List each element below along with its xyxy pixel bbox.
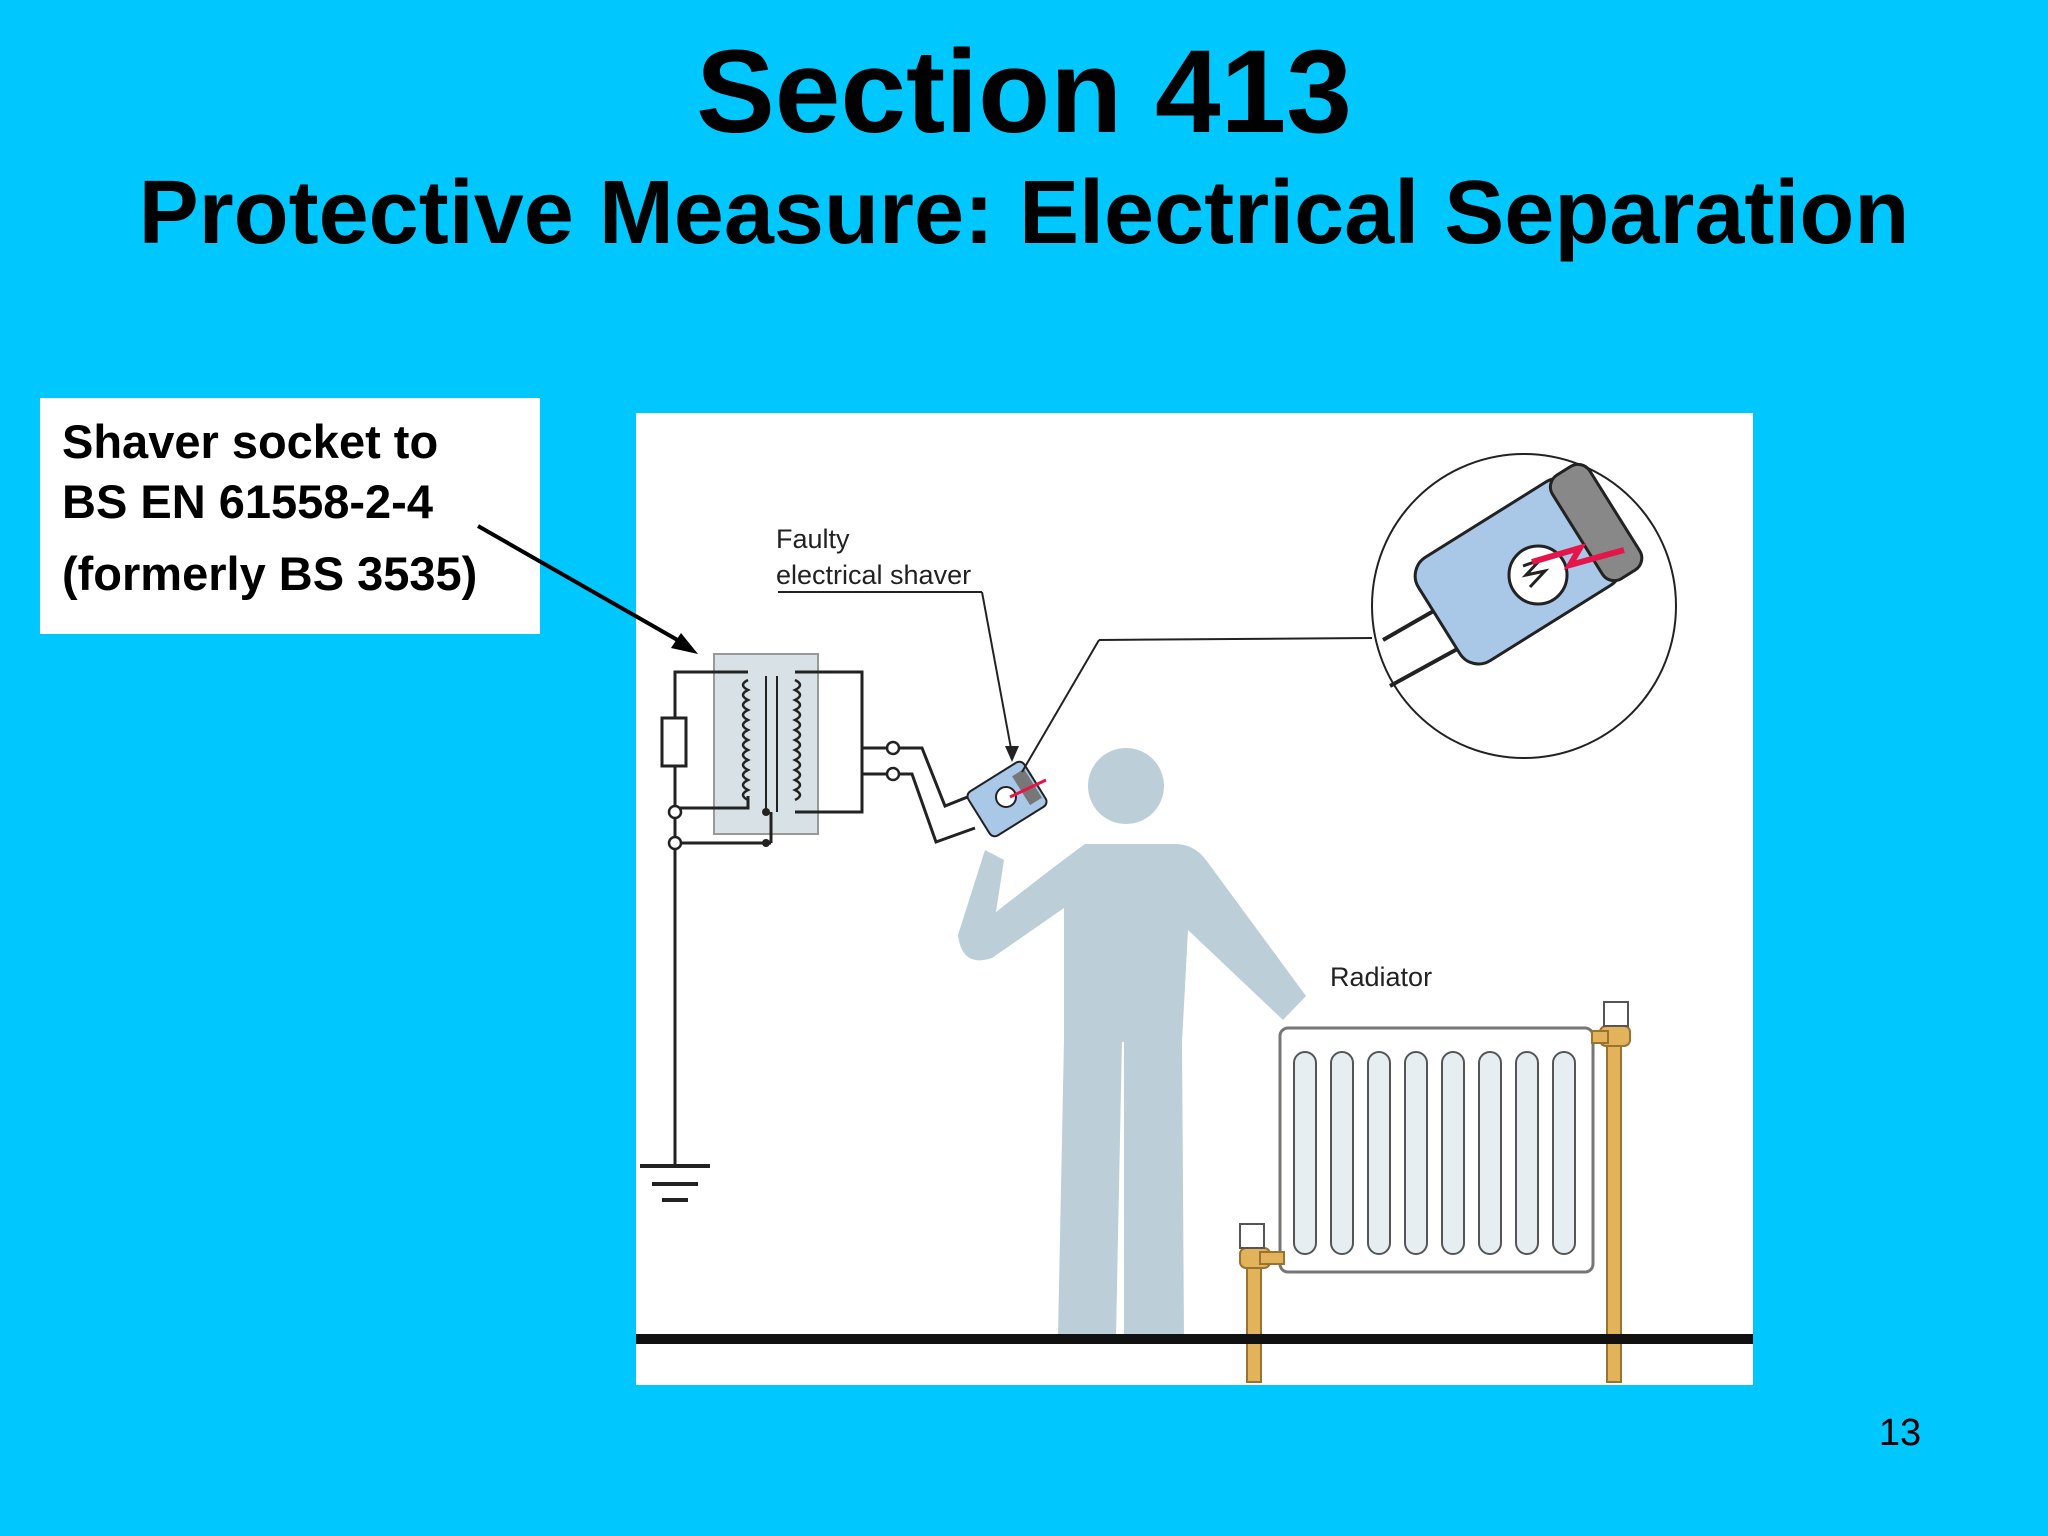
callout-line-2: BS EN 61558-2-4: [62, 475, 433, 528]
slide-subtitle: Protective Measure: Electrical Separatio…: [138, 163, 1910, 263]
callout-box: Shaver socket to BS EN 61558-2-4 (former…: [40, 398, 540, 634]
callout-line-1: Shaver socket to: [62, 415, 439, 468]
callout-line-3: (formerly BS 3535): [62, 547, 478, 600]
page-number: 13: [1878, 1412, 1922, 1454]
diagram-panel: [636, 413, 1753, 1385]
slide-title: Section 413: [696, 26, 1352, 158]
